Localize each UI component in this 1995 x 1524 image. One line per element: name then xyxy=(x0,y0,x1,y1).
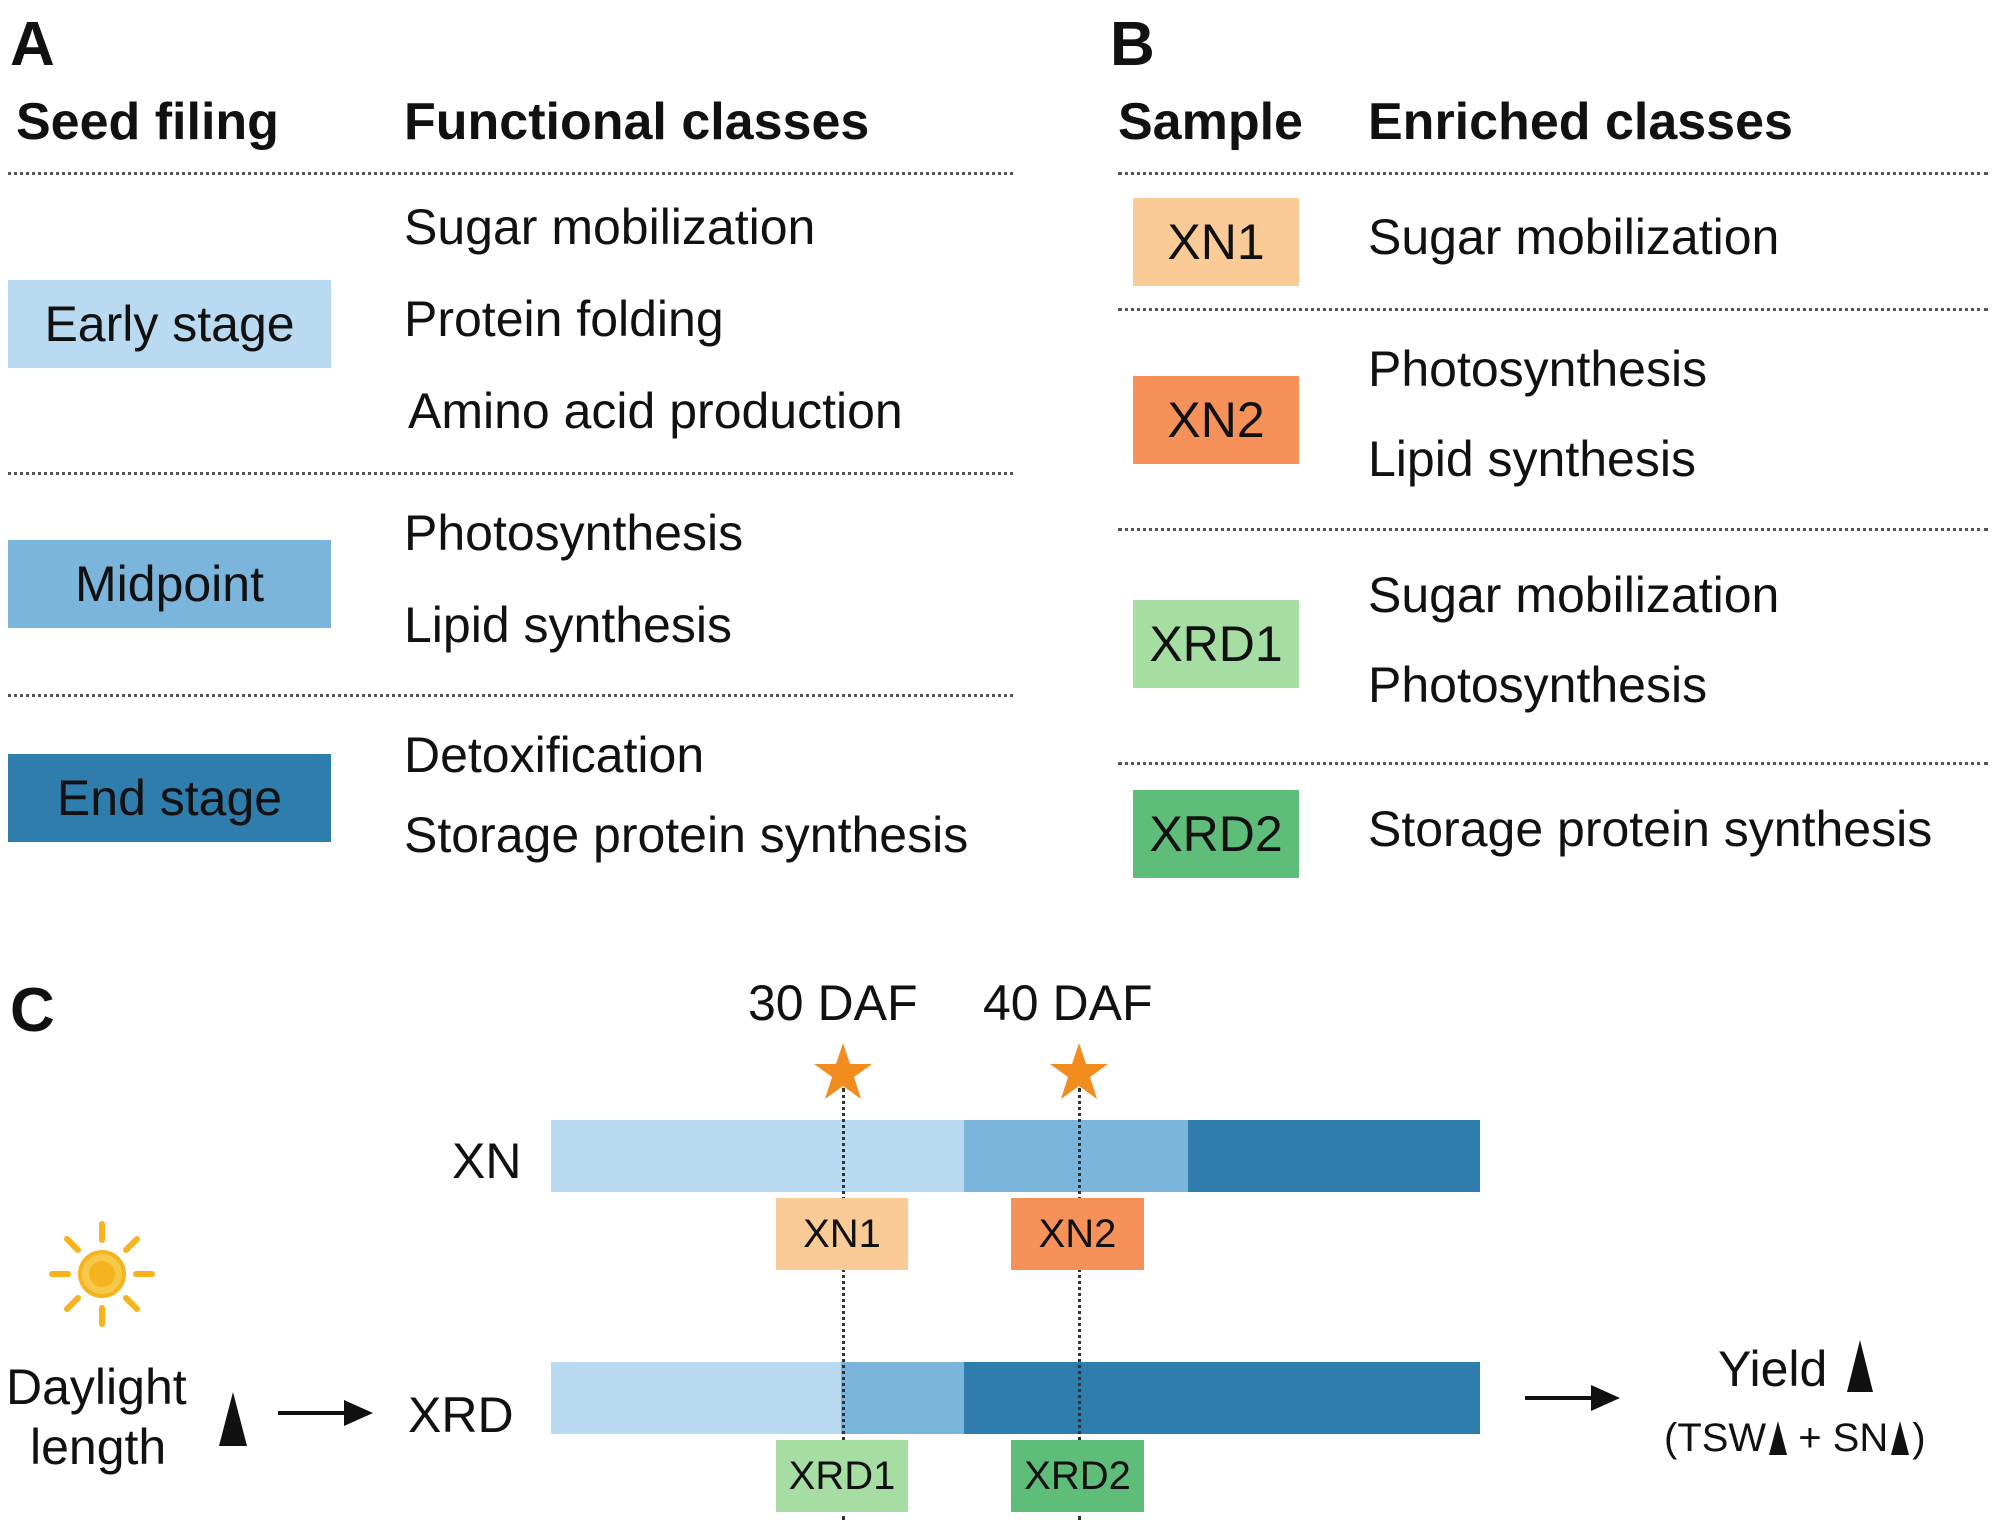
xn1-sample-box: XN1 xyxy=(776,1198,908,1270)
star-icon xyxy=(1050,1043,1108,1099)
panel-b-divider xyxy=(1118,762,1988,765)
panel-a-divider xyxy=(8,472,1013,475)
panel-b-letter: B xyxy=(1110,10,1155,79)
panel-b-divider xyxy=(1118,528,1988,531)
xn-midpoint-segment xyxy=(964,1120,1188,1192)
right-arrow-icon xyxy=(278,1400,373,1426)
enriched-class-item: Lipid synthesis xyxy=(1368,431,1696,487)
xrd-midpoint-segment xyxy=(841,1362,964,1434)
enriched-class-item: Sugar mobilization xyxy=(1368,567,1780,623)
function-class-item: Photosynthesis xyxy=(404,505,744,561)
panel-b-divider xyxy=(1118,308,1988,311)
yield-detail-open: (TSW xyxy=(1664,1416,1767,1460)
row-label-xn: XN xyxy=(452,1133,522,1189)
yield-label: Yield xyxy=(1718,1341,1828,1397)
yield-detail-plus: + SN xyxy=(1798,1416,1889,1460)
timepoint-40-daf-guide xyxy=(1078,1088,1081,1520)
panel-b-divider xyxy=(1118,172,1988,175)
enriched-class-item: Photosynthesis xyxy=(1368,657,1708,713)
end-stage-badge: End stage xyxy=(8,754,331,842)
xrd2-sample-box: XRD2 xyxy=(1011,1440,1144,1512)
enriched-class-item: Sugar mobilization xyxy=(1368,209,1780,265)
panel-c-letter: C xyxy=(10,976,55,1045)
timepoint-30-daf-guide xyxy=(842,1088,845,1520)
panel-a-header-functional-classes: Functional classes xyxy=(404,93,870,151)
up-triangle-icon xyxy=(1769,1421,1788,1455)
function-class-item: Sugar mobilization xyxy=(404,199,816,255)
panel-a-divider xyxy=(8,694,1013,697)
panel-b-header-enriched-classes: Enriched classes xyxy=(1368,93,1793,151)
xn-early-segment xyxy=(551,1120,964,1192)
panel-b-header-sample: Sample xyxy=(1118,93,1303,151)
sample-xrd2-badge: XRD2 xyxy=(1133,790,1299,878)
sample-xn1-badge: XN1 xyxy=(1133,198,1299,286)
daylight-label-line1: Daylight xyxy=(6,1359,187,1415)
midpoint-badge: Midpoint xyxy=(8,540,331,628)
xrd1-sample-box: XRD1 xyxy=(776,1440,908,1512)
daylight-label-line2: length xyxy=(30,1419,167,1475)
function-class-item: Protein folding xyxy=(404,291,724,347)
panel-a-divider xyxy=(8,172,1013,175)
sample-xrd1-badge: XRD1 xyxy=(1133,600,1299,688)
xn2-sample-box: XN2 xyxy=(1011,1198,1144,1270)
timepoint-label-40-daf: 40 DAF xyxy=(983,975,1153,1031)
xrd-early-segment xyxy=(551,1362,841,1434)
function-class-item: Lipid synthesis xyxy=(404,597,732,653)
sun-icon xyxy=(49,1221,155,1327)
enriched-class-item: Storage protein synthesis xyxy=(1368,801,1933,857)
function-class-item: Detoxification xyxy=(404,727,705,783)
up-triangle-icon xyxy=(1891,1421,1910,1455)
timepoint-label-30-daf: 30 DAF xyxy=(748,975,918,1031)
star-icon xyxy=(814,1043,872,1099)
sample-xn2-badge: XN2 xyxy=(1133,376,1299,464)
yield-components: (TSW + SN ) xyxy=(1664,1418,1926,1458)
function-class-item: Amino acid production xyxy=(408,383,903,439)
function-class-item: Storage protein synthesis xyxy=(404,807,969,863)
up-triangle-icon xyxy=(1847,1340,1873,1392)
right-arrow-icon xyxy=(1525,1385,1620,1411)
up-triangle-icon xyxy=(219,1392,247,1446)
enriched-class-item: Photosynthesis xyxy=(1368,341,1708,397)
panel-a-header-seed-filing: Seed filing xyxy=(16,93,279,151)
yield-detail-close: ) xyxy=(1912,1416,1926,1460)
xn-end-segment xyxy=(1188,1120,1480,1192)
early-stage-badge: Early stage xyxy=(8,280,331,368)
xrd-end-segment xyxy=(964,1362,1480,1434)
panel-a-letter: A xyxy=(10,10,55,79)
row-label-xrd: XRD xyxy=(408,1387,514,1443)
